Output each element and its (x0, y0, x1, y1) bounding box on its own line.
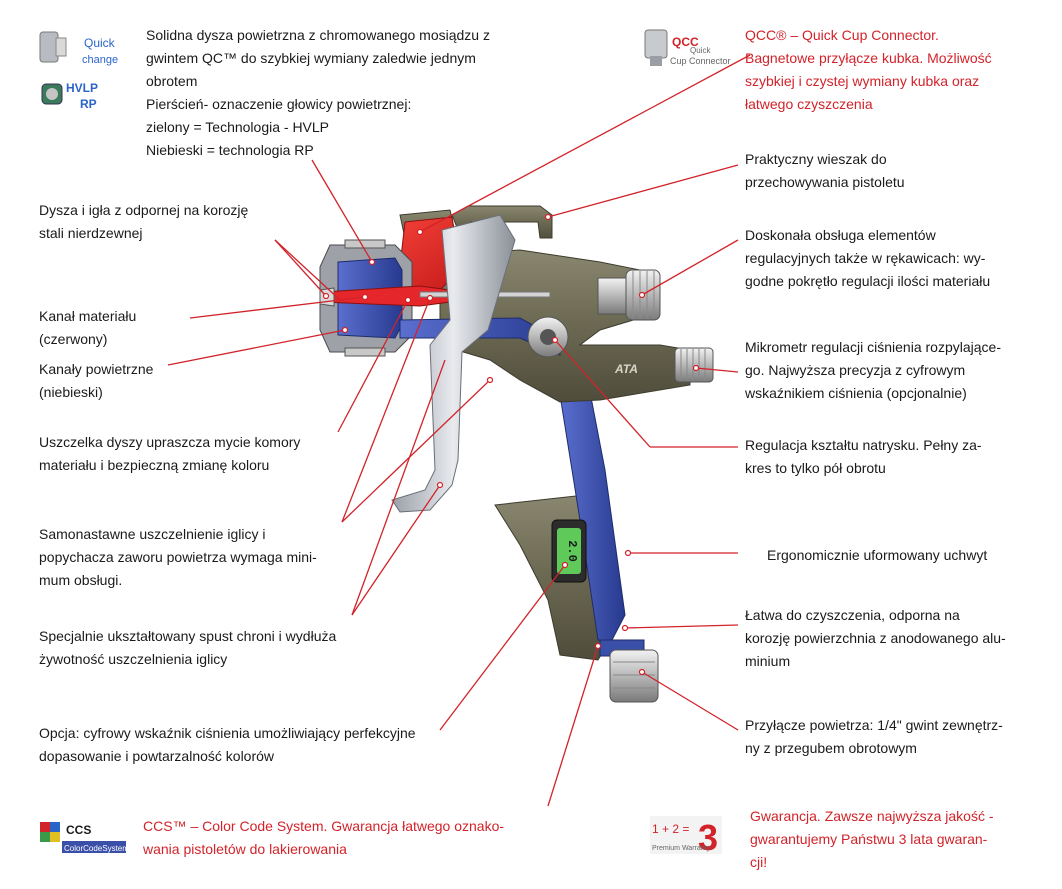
hvlp-badge-top: HVLP (66, 81, 98, 95)
label-ccs: CCS™ – Color Code System. Gwarancja łatw… (143, 818, 505, 857)
leader-dots (322, 213, 700, 676)
label-grip: Ergonomicznie uformowany uchwyt (767, 547, 988, 563)
air-cap-thread-top (344, 239, 386, 249)
label-self-adjusting: Samonastawne uszczelnienie iglicy i popy… (39, 526, 317, 588)
label-material-channel: Kanał materiału (czerwony) (39, 308, 137, 347)
label-spray-shape: Regulacja kształtu natrysku. Pełny za- k… (745, 437, 982, 476)
label-nozzle-brass: Solidna dysza powietrzna z chromowanego … (146, 27, 490, 158)
qcc-badge: QCC Quick Cup Connector (644, 29, 731, 66)
ccs-badge: CCS ColorCodeSystem (40, 822, 129, 853)
quick-change-badge-top: Quick (84, 36, 116, 50)
leader-trigger-2 (351, 359, 446, 616)
gun-brand: ATA (614, 362, 638, 376)
quick-change-badge: Quick change (39, 31, 118, 66)
digital-display-screen (557, 528, 581, 574)
qcc-badge-mid: Quick (690, 46, 711, 55)
label-nozzle-seal: Uszczelka dyszy upraszcza mycie komory m… (39, 434, 301, 473)
leader-material-channel (189, 296, 366, 319)
leader-anodized (624, 624, 739, 629)
warranty-badge-number: 3 (698, 817, 718, 858)
warranty-badge-caption: Premium Warranty (652, 845, 711, 852)
label-warranty: Gwarancja. Zawsze najwyższa jakość - gwa… (750, 808, 994, 870)
leader-nozzle-needle-2 (274, 239, 341, 301)
air-cap-thread-bottom (344, 347, 386, 357)
leader-lines (167, 54, 751, 807)
ccs-badge-bottom: ColorCodeSystem (64, 844, 129, 853)
micrometer-knob (674, 347, 714, 383)
trigger (391, 214, 516, 513)
leader-trigger (351, 484, 441, 616)
leader-air-connection (641, 671, 739, 731)
qcc-badge-bottom: Cup Connector (670, 56, 731, 66)
leader-ccs (547, 645, 599, 807)
hvlp-badge: HVLP RP (41, 81, 98, 111)
qcc-badge-top: QCC (672, 35, 699, 49)
leader-digital (439, 564, 566, 731)
air-connector (609, 649, 659, 703)
leader-nozzle-needle (274, 239, 327, 297)
leader-micrometer (695, 367, 739, 373)
leader-qcc (419, 54, 751, 233)
leader-knob (641, 239, 739, 296)
quick-change-badge-bottom: change (82, 54, 118, 66)
warranty-badge-formula: 1 + 2 = (652, 822, 689, 836)
leader-hanger (547, 164, 739, 218)
label-qcc: QCC® – Quick Cup Connector. Bagnetowe pr… (745, 27, 992, 112)
label-digital-option: Opcja: cyfrowy wskaźnik ciśnienia umożli… (39, 725, 416, 764)
hvlp-badge-bottom: RP (80, 97, 97, 111)
ccs-badge-top: CCS (66, 823, 91, 837)
label-trigger: Specjalnie ukształtowany spust chroni i … (39, 628, 337, 667)
label-anodized: Łatwa do czyszczenia, odporna na korozję… (745, 607, 1006, 669)
material-knob-collar (597, 277, 629, 315)
leader-air-channels (167, 329, 346, 366)
digital-display-value: 2.0 (565, 540, 579, 562)
label-air-channels: Kanały powietrzne (niebieski) (39, 361, 154, 400)
warranty-badge: 1 + 2 = 3 Premium Warranty (650, 816, 722, 858)
leader-spray-shape-2 (554, 339, 651, 448)
spray-gun: 2.0 ATA (319, 205, 714, 703)
leader-self-adjusting-2 (341, 379, 491, 523)
label-air-connection: Przyłącze powietrza: 1/4" gwint zewnętrz… (745, 717, 1003, 756)
label-nozzle-needle: Dysza i igła z odpornej na korozję stali… (39, 202, 249, 241)
leader-nozzle-brass (311, 159, 373, 263)
label-micrometer: Mikrometr regulacji ciśnienia rozpylając… (745, 339, 1001, 401)
leader-nozzle-seal (337, 299, 409, 433)
label-hanger: Praktyczny wieszak do przechowywania pis… (745, 151, 905, 190)
leader-self-adjusting (341, 297, 431, 523)
label-knob: Doskonała obsługa elementów regulacyjnyc… (745, 227, 991, 289)
